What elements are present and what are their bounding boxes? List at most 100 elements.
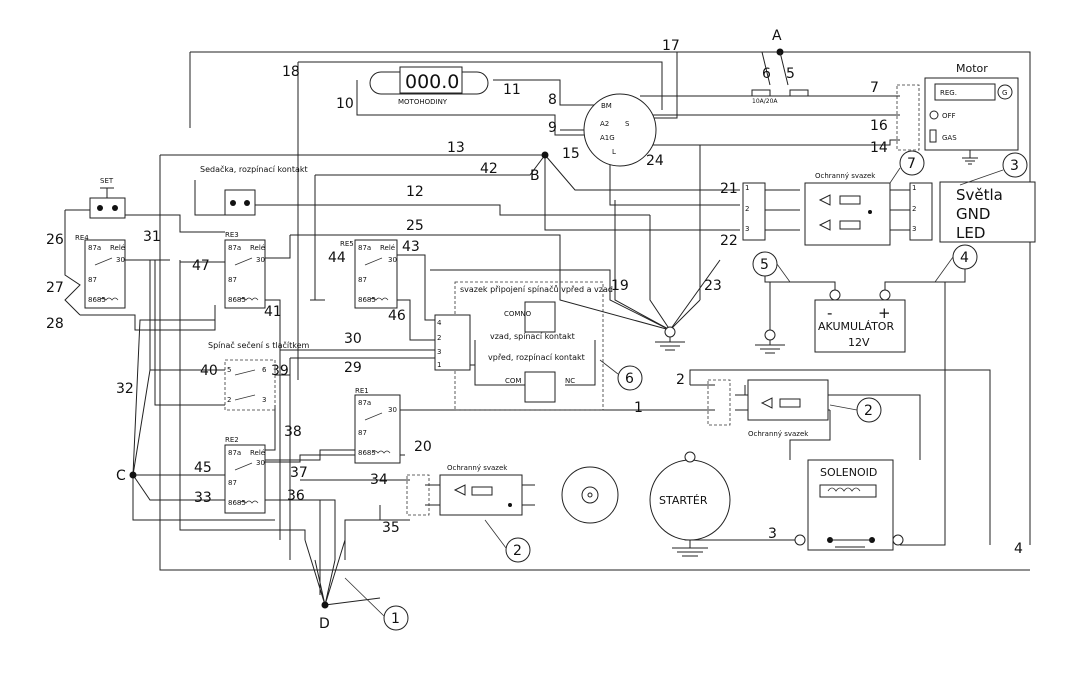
wire-label: 27 — [46, 280, 64, 296]
pin-label: 1 — [745, 184, 749, 192]
relay-8685: 8685 — [228, 499, 246, 507]
lights-block: Světla GND LED — [939, 181, 1036, 243]
wire-label: 5 — [786, 66, 795, 82]
wire-label: 41 — [264, 304, 282, 320]
callout-7-circle — [899, 150, 925, 176]
node-d-dot — [321, 601, 329, 609]
node-c-dot — [129, 471, 137, 479]
wire-label: 25 — [406, 218, 424, 234]
wire-label: 34 — [370, 472, 388, 488]
wire-label: 1 — [634, 400, 643, 416]
bundle-pin: 3 — [437, 348, 441, 356]
lights-label-line2: GND — [956, 205, 990, 223]
bundle-pin: 1 — [437, 361, 441, 369]
callout-3: 3 — [1010, 158, 1019, 174]
wire-label: 8 — [548, 92, 557, 108]
wire-label: 36 — [287, 488, 305, 504]
harness-7-label: Ochranný svazek — [815, 172, 876, 180]
callout-4: 4 — [960, 250, 969, 266]
wire-label: 39 — [271, 363, 289, 379]
harness-middle-label: Ochranný svazek — [748, 430, 809, 438]
starter-label: STARTÉR — [659, 494, 708, 507]
relay-30: 30 — [256, 256, 265, 264]
solenoid: SOLENOID — [794, 459, 904, 551]
wire-label: 28 — [46, 316, 64, 332]
relay-87a: 87a — [358, 399, 371, 407]
relay-re3-id: RE3 — [225, 231, 239, 239]
harness-bottom: Ochranný svazek — [406, 464, 619, 524]
mow-switch: Spínač sečení s tlačítkem 5 6 2 3 — [208, 340, 310, 411]
wire-label: 23 — [704, 278, 722, 294]
wire-label: 17 — [662, 38, 680, 54]
bundle-forward: vpřed, rozpínací kontakt — [488, 353, 585, 362]
harness-middle: Ochranný svazek — [707, 379, 829, 438]
relay-re2-id: RE2 — [225, 436, 239, 444]
wire-label: 24 — [646, 153, 664, 169]
relay-rele: Relé — [250, 449, 265, 457]
junction-nodes: A B C D — [116, 28, 784, 632]
wire-label: 38 — [284, 424, 302, 440]
ignition-switch: BM A2 S A1G L — [583, 93, 657, 167]
wire-label: 32 — [116, 381, 134, 397]
relay-rele: Relé — [110, 244, 125, 252]
bundle-nc: NC — [565, 377, 575, 385]
wire-label: 12 — [406, 184, 424, 200]
relay-re2: RE2 87a Relé 30 87 8685 — [224, 436, 266, 514]
starter: STARTÉR — [649, 451, 731, 557]
wire-label: 45 — [194, 460, 212, 476]
relay-re1-id: RE1 — [355, 387, 369, 395]
wire-label: 13 — [447, 140, 465, 156]
bundle-title: svazek připojení spínačů vpřed a vzad — [460, 284, 613, 294]
wire-label: 6 — [762, 66, 771, 82]
relay-re3: RE3 87a Relé 30 87 8685 — [224, 231, 266, 309]
wire-label: 3 — [768, 526, 777, 542]
relay-re5-id: RE5 — [340, 240, 354, 248]
callout-1: 1 — [391, 611, 400, 627]
relay-rele: Relé — [250, 244, 265, 252]
relay-30: 30 — [388, 256, 397, 264]
ignition-s: S — [625, 120, 630, 128]
pin-label: 1 — [912, 184, 916, 192]
relay-87a: 87a — [358, 244, 371, 252]
mow-pin-3: 3 — [262, 396, 266, 404]
relay-87a: 87a — [228, 244, 241, 252]
wire-label: 33 — [194, 490, 212, 506]
wire-label: 30 — [344, 331, 362, 347]
relay-re1: RE1 87a 30 87 8685 — [354, 387, 401, 464]
hour-meter-value: 000.0 — [405, 71, 459, 93]
node-d-label: D — [319, 616, 330, 632]
bundle-pin: 4 — [437, 319, 442, 327]
lights-label-line3: LED — [956, 224, 985, 242]
relay-re4: RE4 87a Relé 30 87 8685 — [75, 234, 126, 309]
wire-label: 46 — [388, 308, 406, 324]
battery: - + AKUMULÁTOR 12V — [755, 289, 906, 354]
wire-numbers: 1 2 3 4 5 6 7 8 9 10 11 12 13 14 15 16 1… — [46, 38, 1023, 557]
callout-7: 7 — [907, 156, 916, 172]
wire-label: 15 — [562, 146, 580, 162]
wire-label: 9 — [548, 120, 557, 136]
callout-6-circle — [617, 365, 643, 391]
bundle-comno: COMNO — [504, 310, 532, 318]
wire-paths — [64, 51, 1031, 606]
hour-meter: 000.0 MOTOHODINY — [369, 66, 489, 106]
relay-30: 30 — [256, 459, 265, 467]
pin-label: 3 — [912, 225, 916, 233]
ignition-a2: A2 — [600, 120, 609, 128]
pin-label: 2 — [912, 205, 916, 213]
seat-switch: Sedačka, rozpínací kontakt — [200, 164, 308, 216]
fuse-rating: 10A/20A — [752, 98, 778, 105]
harness-bottom-label: Ochranný svazek — [447, 464, 508, 472]
callout-5: 5 — [760, 257, 769, 273]
relay-30: 30 — [116, 256, 125, 264]
wire-label: 31 — [143, 229, 161, 245]
callout-2a-circle — [505, 537, 531, 563]
relay-30: 30 — [388, 406, 397, 414]
relay-8685: 8685 — [228, 296, 246, 304]
relay-87: 87 — [228, 479, 237, 487]
mow-pin-6: 6 — [262, 366, 267, 374]
mow-pin-5: 5 — [227, 366, 231, 374]
relay-re5: RE5 87a Relé 30 87 8685 — [340, 239, 398, 309]
motor-gas-label: GAS — [942, 134, 957, 142]
wire-label: 4 — [1014, 541, 1023, 557]
